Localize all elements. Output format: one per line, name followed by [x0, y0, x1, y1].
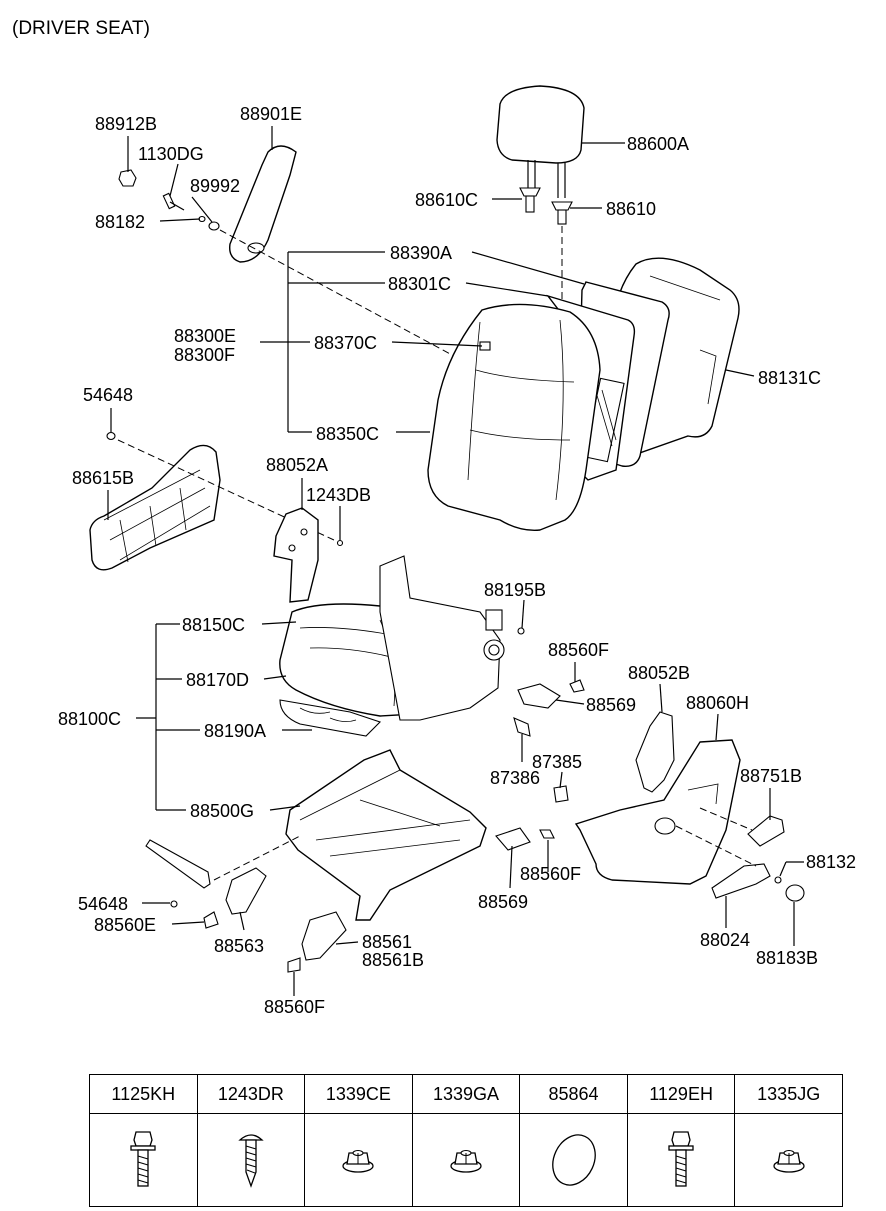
fastener-code: 1243DR: [196, 1074, 306, 1114]
label-88569-lower: 88569: [478, 892, 528, 912]
seat-pan: [279, 699, 382, 737]
label-88183B: 88183B: [756, 948, 818, 968]
label-88350C: 88350C: [316, 424, 379, 444]
flange-bolt-icon: [130, 1131, 156, 1187]
label-88052A: 88052A: [266, 455, 328, 475]
label-88560E: 88560E: [94, 915, 156, 935]
part-number-labels: 88912B 1130DG 89992 88182 88901E 88600A …: [58, 104, 856, 1017]
label-1130DG: 1130DG: [138, 144, 204, 164]
label-87385: 87385: [532, 752, 582, 772]
label-88500G: 88500G: [190, 801, 254, 821]
label-54648-bottom: 54648: [78, 894, 128, 914]
fastener-code: 1339GA: [411, 1074, 521, 1114]
fastener-cell: [304, 1113, 413, 1207]
fastener-cell: [196, 1113, 306, 1207]
label-88060H: 88060H: [686, 693, 749, 713]
label-54648-top: 54648: [83, 385, 133, 405]
fastener-code: 85864: [519, 1074, 628, 1114]
label-1243DB: 1243DB: [306, 485, 371, 505]
label-87386: 87386: [490, 768, 540, 788]
seat-track: [145, 749, 487, 921]
label-88132: 88132: [806, 852, 856, 872]
leader-lines: [107, 126, 804, 996]
label-88901E: 88901E: [240, 104, 302, 124]
label-88600A: 88600A: [627, 134, 689, 154]
label-88170D: 88170D: [186, 670, 249, 690]
label-88390A: 88390A: [390, 243, 452, 263]
label-88100C: 88100C: [58, 709, 121, 729]
label-88195B: 88195B: [484, 580, 546, 600]
fastener-code: 1125KH: [89, 1074, 198, 1114]
side-shield-right: [574, 711, 741, 885]
fastener-cell: [626, 1113, 736, 1207]
label-89992: 89992: [190, 176, 240, 196]
label-88131C: 88131C: [758, 368, 821, 388]
fastener-table: 1125KH 1243DR 1339CE 1339GA 85864 1129EH…: [89, 1074, 843, 1207]
label-88182: 88182: [95, 212, 145, 232]
label-88024: 88024: [700, 930, 750, 950]
label-88751B: 88751B: [740, 766, 802, 786]
armrest-hardware: [118, 169, 481, 371]
label-88569-upper: 88569: [586, 695, 636, 715]
lever-handles: [675, 807, 805, 902]
headrest-part: [496, 85, 585, 198]
hinge-cover-left: [273, 507, 344, 603]
label-88560F-middle: 88560F: [520, 864, 581, 884]
fastener-header-row: 1125KH 1243DR 1339CE 1339GA 85864 1129EH…: [89, 1074, 843, 1114]
fastener-code: 1339CE: [304, 1074, 413, 1114]
label-88615B: 88615B: [72, 468, 134, 488]
label-88610C: 88610C: [415, 190, 478, 210]
flange-nut-icon: [450, 1149, 482, 1173]
label-88150C: 88150C: [182, 615, 245, 635]
label-88052B: 88052B: [628, 663, 690, 683]
label-88300F: 88300F: [174, 345, 235, 365]
seat-back-cushion: [427, 303, 601, 531]
label-88300E: 88300E: [174, 326, 236, 346]
flange-bolt-icon: [668, 1131, 694, 1187]
label-88190A: 88190A: [204, 721, 266, 741]
label-88560F-upper: 88560F: [548, 640, 609, 660]
label-88301C: 88301C: [388, 274, 451, 294]
label-88912B: 88912B: [95, 114, 157, 134]
seat-side-cover: [89, 431, 335, 571]
armrest-part: [229, 145, 297, 263]
label-88560F-lower: 88560F: [264, 997, 325, 1017]
fastener-cell: [89, 1113, 198, 1207]
fastener-cell: [411, 1113, 521, 1207]
tapping-screw-icon: [238, 1134, 264, 1188]
fastener-code: 1129EH: [626, 1074, 736, 1114]
label-88610: 88610: [606, 199, 656, 219]
label-88561: 88561: [362, 932, 412, 952]
label-88370C: 88370C: [314, 333, 377, 353]
fastener-cell: [734, 1113, 843, 1207]
fastener-cell: [519, 1113, 628, 1207]
flange-nut-icon: [773, 1149, 805, 1173]
diagram-title: (DRIVER SEAT): [12, 18, 150, 39]
fastener-icon-row: [89, 1113, 843, 1207]
headrest-guide-parts: [519, 187, 573, 330]
round-cap-icon: [551, 1134, 596, 1186]
misc-clips: [170, 679, 585, 973]
label-88563: 88563: [214, 936, 264, 956]
cushion-frame: [379, 555, 525, 721]
label-88561B: 88561B: [362, 950, 424, 970]
fastener-code: 1335JG: [734, 1074, 843, 1114]
flange-nut-icon: [342, 1149, 375, 1173]
